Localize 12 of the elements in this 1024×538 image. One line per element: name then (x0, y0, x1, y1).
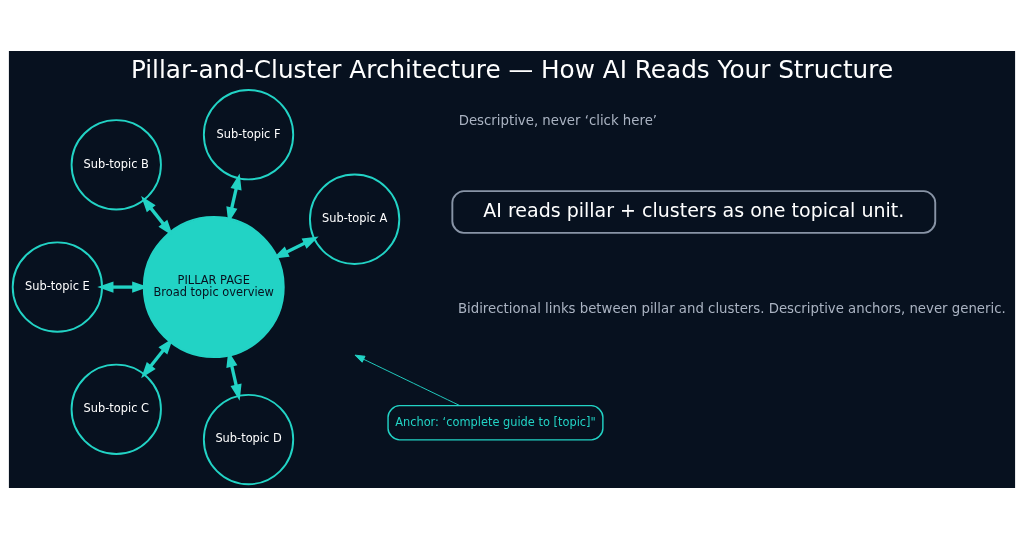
diagram-title: Pillar-and-Cluster Architecture — How AI Reads Your Structure (130, 54, 894, 84)
label: Descriptive, never ‘click here’ (458, 112, 658, 128)
arrow (354, 354, 461, 406)
arrow (141, 195, 173, 236)
label: Bidirectional links between pillar and clusters. Descriptive anchors, never generic. (457, 300, 1006, 316)
node-circle: Sub-topic D (202, 393, 295, 485)
node-circle: Sub-topic A (309, 173, 401, 265)
node-circle: Sub-topic E (11, 240, 103, 333)
node-circle: PILLAR PAGE Broad topic overview (142, 215, 285, 358)
node-circle: Sub-topic F (202, 88, 295, 180)
node-box: AI reads pillar + clusters as one topical unit. (451, 189, 937, 234)
node-box: Anchor: ‘complete guide to [topic]" (387, 404, 604, 441)
